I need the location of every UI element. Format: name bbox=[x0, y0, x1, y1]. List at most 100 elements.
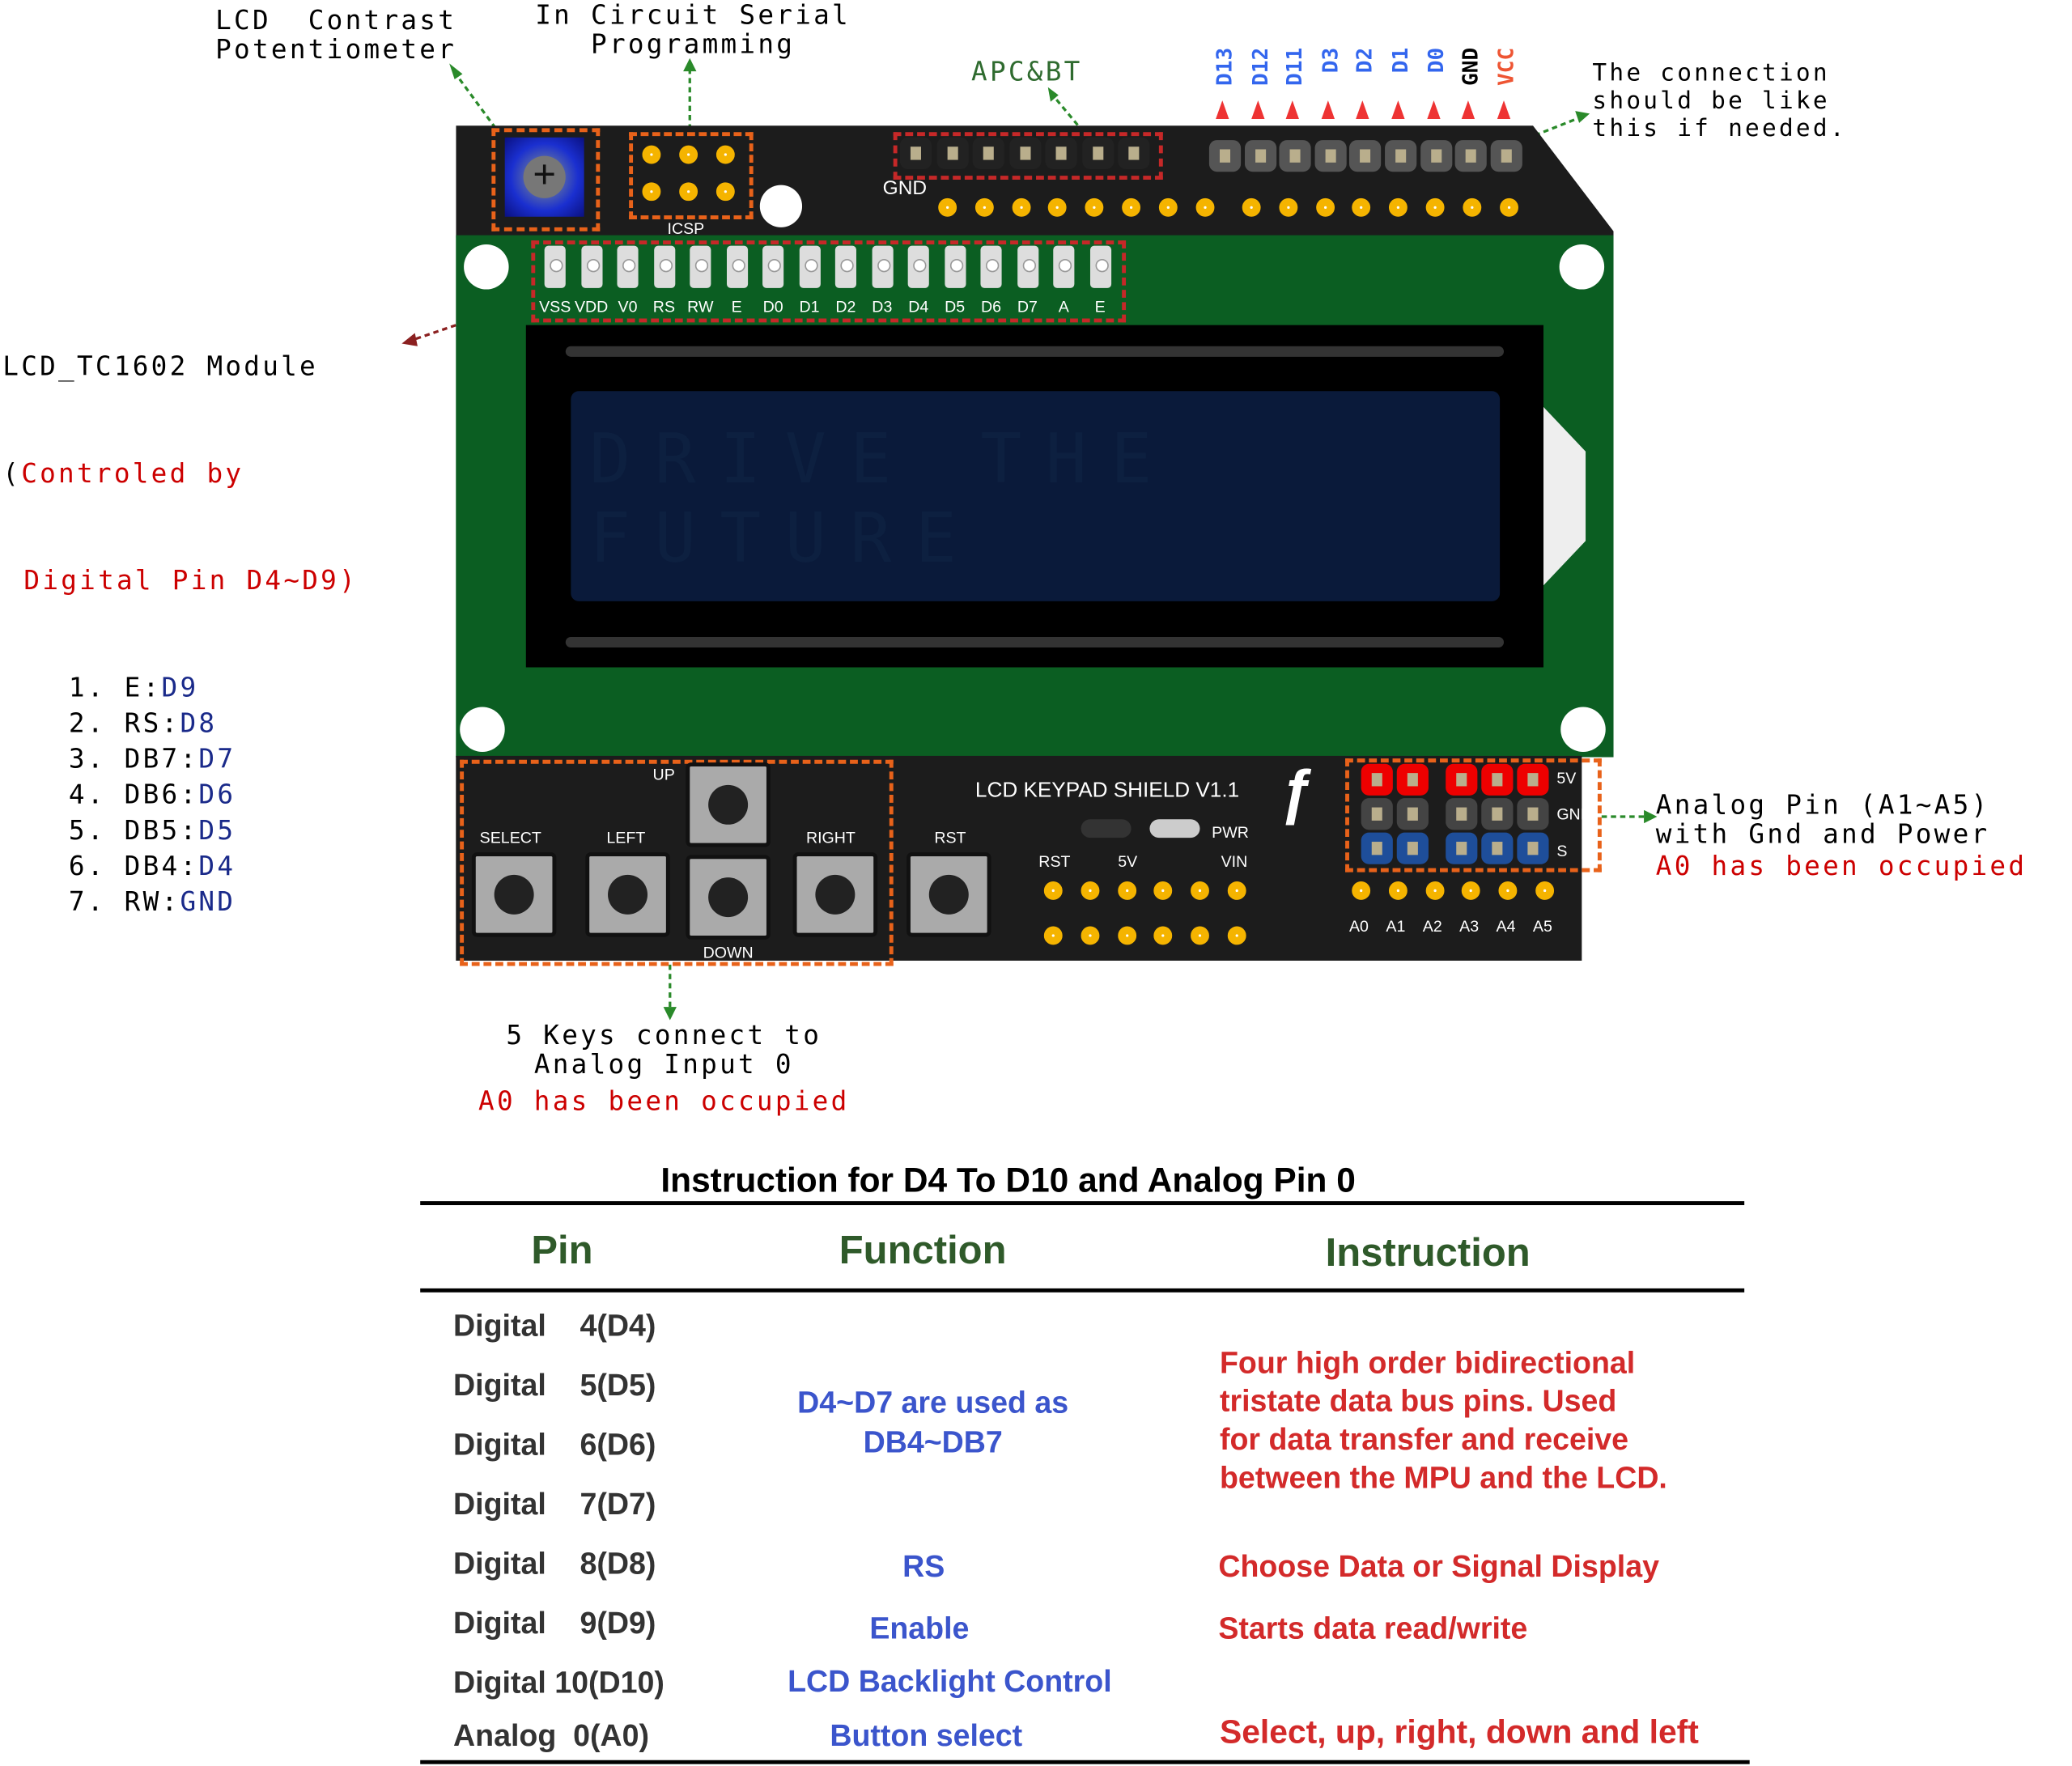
power-label: VIN bbox=[1221, 852, 1248, 871]
pin-name: RS: bbox=[124, 707, 180, 739]
instruction-a0: Select, up, right, down and left bbox=[1219, 1713, 1699, 1751]
power-pad bbox=[1153, 926, 1173, 945]
analog-pad bbox=[1535, 881, 1555, 900]
header-pin-label: D11 bbox=[1282, 47, 1308, 86]
icsp-pad bbox=[679, 145, 698, 164]
rst-button[interactable] bbox=[906, 852, 991, 937]
header-pin: Pin bbox=[531, 1229, 593, 1273]
header-pin-label: GND bbox=[1458, 47, 1484, 86]
header-pin-label: D1 bbox=[1387, 47, 1413, 74]
analog-rail-pin[interactable] bbox=[1481, 763, 1514, 796]
lcd-pin bbox=[834, 245, 856, 288]
down-button[interactable] bbox=[686, 855, 771, 940]
pin-name: DB5: bbox=[124, 813, 199, 846]
analog-rail-pin[interactable] bbox=[1481, 798, 1514, 830]
digital-pad bbox=[1499, 197, 1518, 217]
header-pin-label: D3 bbox=[1317, 47, 1343, 74]
pin-cell: Digital 8(D8) bbox=[453, 1546, 656, 1581]
header-pin-label: D12 bbox=[1246, 47, 1272, 86]
down-label: DOWN bbox=[703, 943, 754, 962]
lcd-pin-label: VDD bbox=[574, 297, 609, 316]
gnd-text: GND bbox=[882, 176, 928, 200]
power-pad bbox=[1117, 926, 1136, 945]
lcd-pin bbox=[617, 245, 639, 288]
header-pin[interactable] bbox=[1420, 140, 1452, 172]
analog-rail-pin[interactable] bbox=[1517, 832, 1549, 864]
power-pad bbox=[1043, 881, 1063, 900]
header-pin[interactable] bbox=[1244, 140, 1276, 172]
apc-bt-pin[interactable] bbox=[899, 137, 932, 169]
up-button[interactable] bbox=[686, 762, 771, 847]
lcd-pin-mapping: 6. DB4:D4 bbox=[69, 848, 358, 884]
analog-rail-pin[interactable] bbox=[1517, 798, 1549, 830]
analog-pad bbox=[1462, 881, 1481, 900]
analog-pad bbox=[1352, 881, 1371, 900]
header-pin[interactable] bbox=[1208, 140, 1242, 172]
analog-rail-pin[interactable] bbox=[1361, 798, 1393, 830]
analog-rail-pin[interactable] bbox=[1481, 832, 1514, 864]
icsp-text: ICSP bbox=[667, 219, 705, 238]
analog-rail-pin[interactable] bbox=[1396, 798, 1429, 830]
lcd-pin-label: RW bbox=[687, 297, 714, 316]
header-instruction: Instruction bbox=[1325, 1231, 1531, 1276]
analog-rail-pin[interactable] bbox=[1396, 832, 1429, 864]
analog-rail-pin[interactable] bbox=[1361, 763, 1393, 796]
analog-rail-pin[interactable] bbox=[1396, 763, 1429, 796]
pin-value: D5 bbox=[198, 813, 236, 846]
digital-pad bbox=[1048, 197, 1068, 217]
apc-bt-pin[interactable] bbox=[1118, 137, 1150, 169]
header-pin-label: D0 bbox=[1422, 47, 1448, 74]
lcd-pin bbox=[1017, 245, 1038, 288]
apc-bt-pin[interactable] bbox=[972, 137, 1004, 169]
icsp-pad bbox=[679, 182, 698, 202]
select-button[interactable] bbox=[471, 852, 557, 937]
header-pin[interactable] bbox=[1349, 140, 1382, 172]
right-button[interactable] bbox=[792, 852, 878, 937]
up-arrow-icon bbox=[1497, 100, 1510, 119]
digital-pad bbox=[938, 197, 957, 217]
pin-name: DB4: bbox=[124, 849, 199, 882]
analog-rail-pin[interactable] bbox=[1446, 763, 1478, 796]
power-pad bbox=[1191, 881, 1210, 900]
analog-rail-pin[interactable] bbox=[1446, 798, 1478, 830]
pin-cell: Analog 0(A0) bbox=[453, 1717, 650, 1752]
function-d8: RS bbox=[902, 1548, 945, 1583]
header-pin-label: VCC bbox=[1492, 47, 1518, 86]
left-button[interactable] bbox=[585, 852, 670, 937]
header-pin[interactable] bbox=[1385, 140, 1417, 172]
lcd-pin-box bbox=[531, 240, 1127, 323]
lcd-pin bbox=[944, 245, 966, 288]
lcd-pin bbox=[1089, 245, 1111, 288]
analog-rail-pin[interactable] bbox=[1361, 832, 1393, 864]
pin-cell: Digital 5(D5) bbox=[453, 1367, 656, 1403]
lcd-pin-label: D2 bbox=[835, 297, 856, 316]
power-pad bbox=[1153, 881, 1173, 900]
header-pin[interactable] bbox=[1454, 140, 1488, 172]
up-arrow-icon bbox=[1391, 100, 1405, 119]
icsp-pad bbox=[715, 145, 735, 164]
apc-bt-pin[interactable] bbox=[1045, 137, 1077, 169]
rst-label: RST bbox=[934, 828, 966, 847]
analog-rail-pin[interactable] bbox=[1446, 832, 1478, 864]
apc-bt-label: APC&BT bbox=[971, 55, 1083, 87]
header-pin[interactable] bbox=[1490, 140, 1522, 172]
header-pin[interactable] bbox=[1279, 140, 1311, 172]
pin-number: 3. bbox=[68, 742, 125, 775]
digital-pad bbox=[1463, 197, 1481, 217]
pwr-label: PWR bbox=[1212, 823, 1249, 843]
potentiometer[interactable]: + bbox=[504, 137, 584, 217]
apc-bt-pin[interactable] bbox=[936, 137, 968, 169]
lcd-pin-label: A bbox=[1058, 297, 1069, 316]
lcd-pin-label: V0 bbox=[618, 297, 638, 316]
apc-bt-pin[interactable] bbox=[1081, 137, 1114, 169]
header-pin[interactable] bbox=[1314, 140, 1347, 172]
right-label: RIGHT bbox=[805, 828, 856, 847]
apc-bt-pin[interactable] bbox=[1008, 137, 1041, 169]
analog-rail-pin[interactable] bbox=[1517, 763, 1549, 796]
header-function: Function bbox=[839, 1229, 1007, 1273]
lcd-pin-mapping: 5. DB5:D5 bbox=[69, 813, 358, 848]
pin-value: GND bbox=[180, 885, 236, 918]
power-pad bbox=[1191, 926, 1210, 945]
